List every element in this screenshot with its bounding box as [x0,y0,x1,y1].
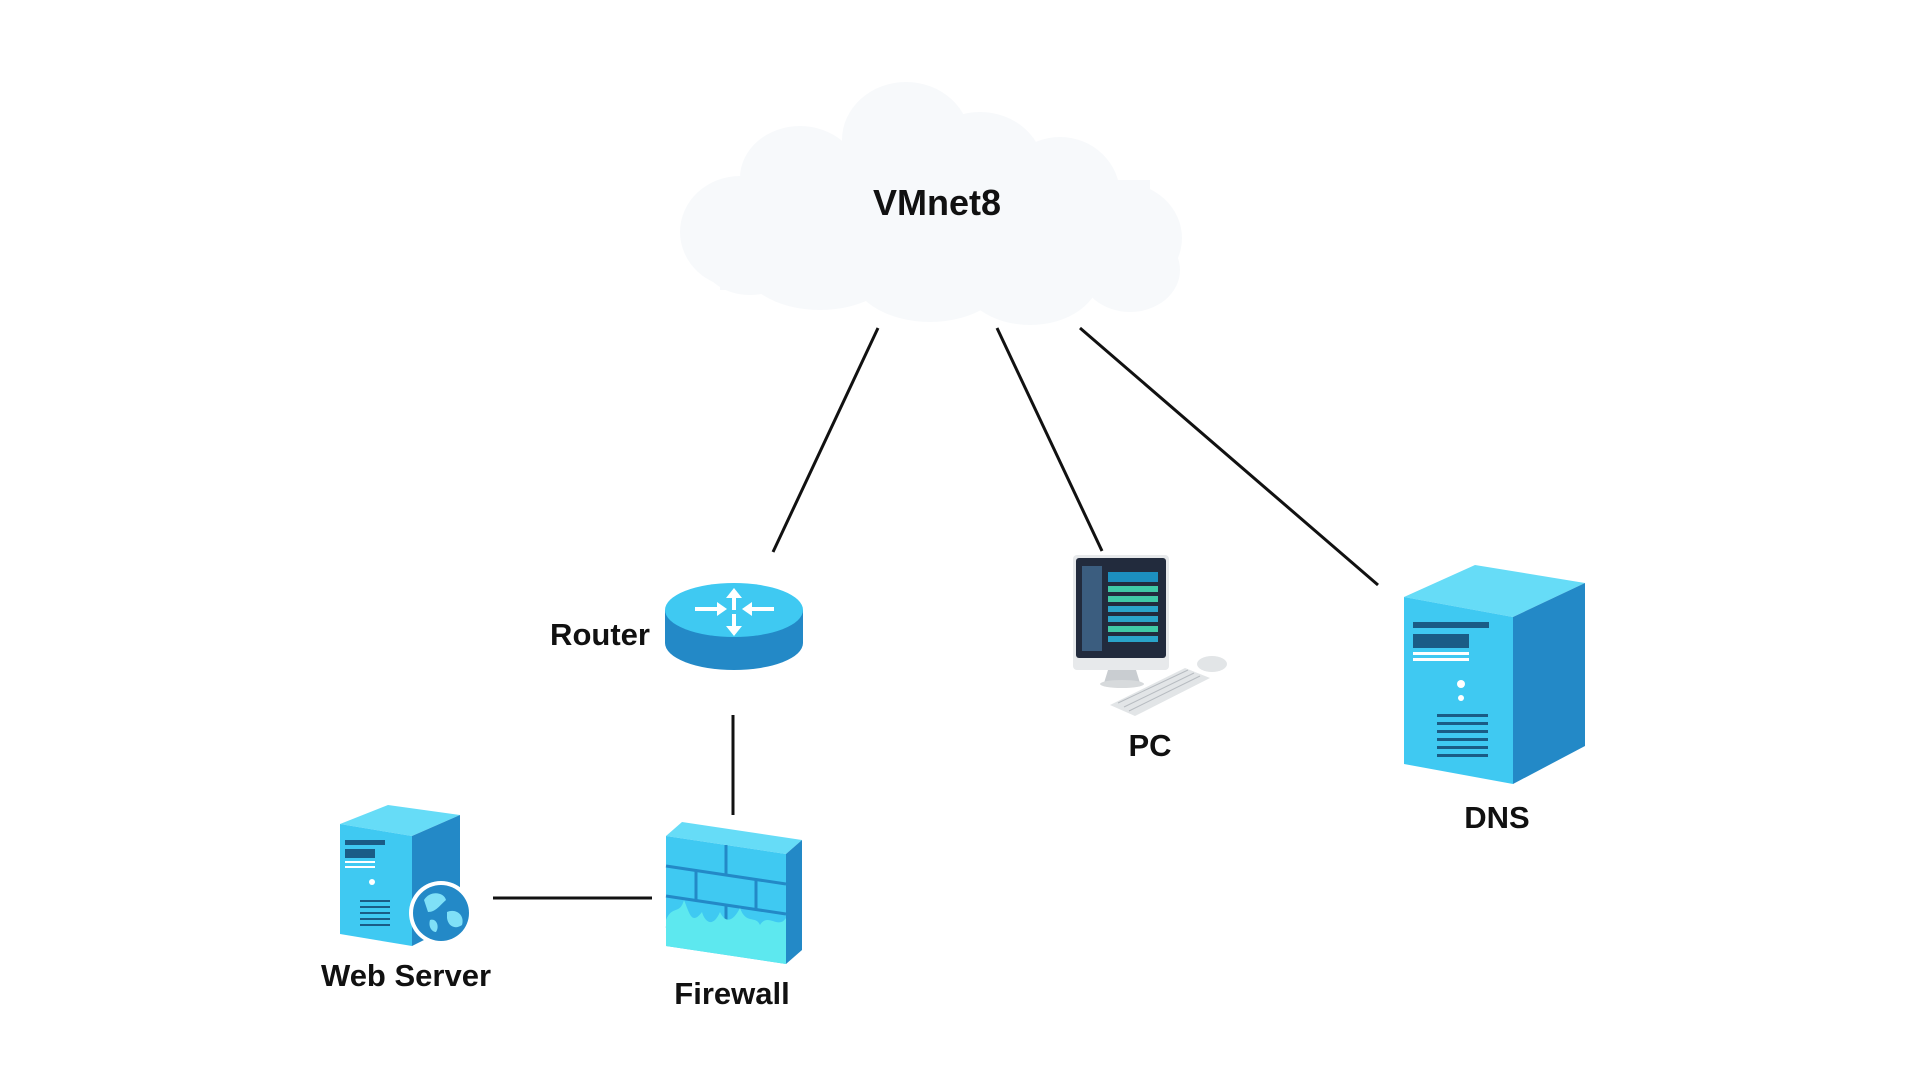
connection-lines [493,326,1379,900]
cloud-icon [680,82,1182,325]
firewall-label: Firewall [674,976,790,1011]
desktop-computer-icon [1073,555,1227,716]
pc-label: PC [1128,728,1172,763]
firewall-icon [665,822,802,964]
router-icon [665,583,803,670]
router-label: Router [550,617,650,652]
cloud-label: VMnet8 [872,182,1002,223]
link-cloud-router [771,327,880,553]
server-tower-icon [1404,565,1585,784]
link-cloud-pc [995,327,1104,552]
web-server-icon [340,805,473,946]
link-cloud-dns [1079,326,1379,587]
dns-label: DNS [1464,800,1530,835]
web-server-label: Web Server [320,958,492,993]
